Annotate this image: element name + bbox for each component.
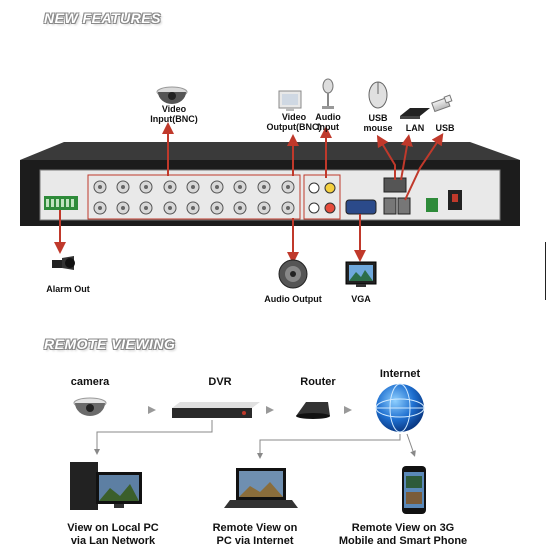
camera-label: camera (70, 376, 110, 388)
internet-label: Internet (379, 368, 421, 380)
video-input-label: Video Input(BNC) (150, 104, 198, 124)
usb-drive-icon (431, 94, 453, 113)
local-pc-label: View on Local PC via Lan Network (67, 522, 159, 547)
mobile-label: Remote View on 3G Mobile and Smart Phone (338, 522, 468, 547)
video-output-label: Video Output(BNC) (266, 112, 322, 132)
remote-viewing-header: REMOTE VIEWING (44, 336, 176, 352)
remote-pc-label: Remote View on PC via Internet (212, 522, 298, 547)
rca-audio-connectors (308, 182, 336, 214)
dvr-rear-panel (20, 142, 520, 226)
usb-mouse-label: USB mouse (363, 113, 393, 133)
remote-dvr-icon (172, 402, 260, 418)
audio-input-label: Audio Input (315, 112, 341, 132)
alarm-out-label: Alarm Out (46, 284, 90, 294)
microphone-icon (322, 78, 334, 109)
remote-camera-icon (73, 397, 107, 416)
lan-port (383, 177, 407, 193)
alarm-siren-icon (52, 256, 75, 270)
audio-output-label: Audio Output (264, 294, 322, 304)
local-pc-icon (70, 462, 142, 510)
vga-monitor-icon (345, 261, 377, 287)
vga-port (345, 199, 377, 215)
laptop-icon (224, 468, 298, 508)
monitor-icon (278, 90, 302, 111)
speaker-icon (278, 259, 308, 289)
router-label: Router (300, 376, 336, 388)
new-features-header: NEW FEATURES (44, 10, 161, 26)
feature-arrows (54, 122, 444, 264)
lan-label: LAN (405, 123, 425, 133)
mouse-icon (368, 81, 388, 109)
edge-divider (545, 242, 546, 300)
dvr-label: DVR (208, 376, 232, 388)
flow-arrows (148, 406, 352, 414)
power-connector (426, 198, 438, 212)
remote-router-icon (296, 402, 330, 419)
internet-globe-icon (375, 383, 425, 433)
dome-camera-icon (156, 86, 188, 104)
connection-lines (94, 420, 416, 459)
usb-port-1 (383, 197, 397, 215)
usb-port-2 (397, 197, 411, 215)
smartphone-icon (402, 466, 426, 514)
vga-label: VGA (351, 294, 371, 304)
router-icon (400, 108, 430, 119)
usb-label: USB (435, 123, 455, 133)
